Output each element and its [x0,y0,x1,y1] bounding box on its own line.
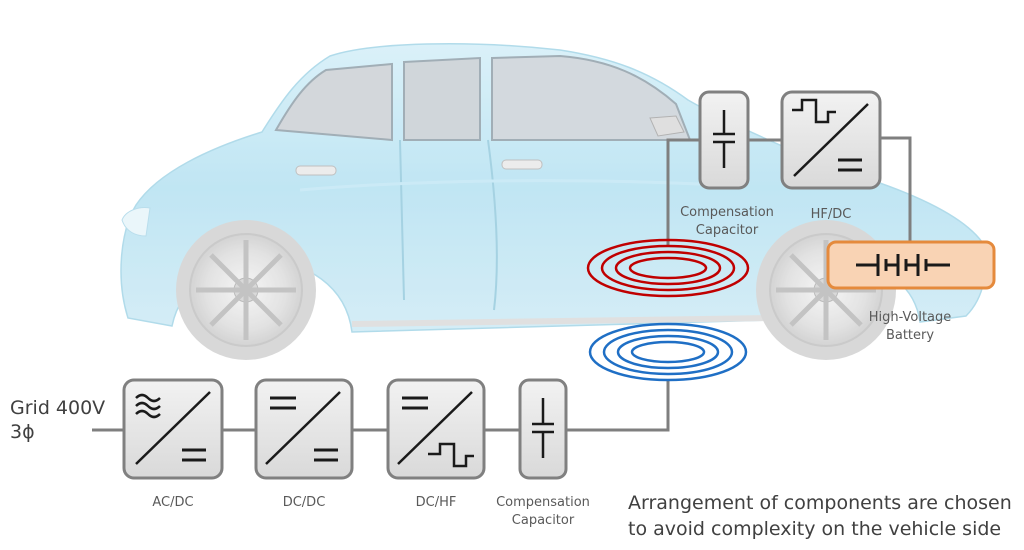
grid-voltage-text: Grid 400V [10,397,106,419]
hf-dc-label: HF/DC [810,207,852,222]
diagram-caption: Arrangement of components are chosen to … [628,490,1012,542]
ground-coil [588,322,748,382]
capacitor-icon [532,398,554,458]
dc-dc-converter-block [254,378,354,480]
battery-icon [856,254,950,276]
ac-wave-icon [135,393,161,419]
caption-line-2: to avoid complexity on the vehicle side [628,518,1002,540]
car-window-front [491,54,692,141]
vehicle-capacitor-label: Compensation Capacitor [680,205,774,238]
square-wave-icon [428,442,474,468]
car-window-rear [274,62,393,142]
car-illustration [120,43,987,360]
square-wave-icon [792,98,836,124]
car-wheel-rear [176,220,316,360]
capacitor-icon [713,110,735,168]
dc-hf-converter-block [386,378,486,480]
ac-dc-label: AC/DC [152,495,194,510]
dc-hf-label: DC/HF [415,495,457,510]
ground-compensation-capacitor-block [518,378,568,480]
car-window-middle [403,56,481,141]
battery-label: High-Voltage Battery [868,310,952,343]
vehicle-coil [586,238,750,298]
grid-label: Grid 400V 3ϕ [10,396,105,444]
dc-dc-label: DC/DC [282,495,326,510]
hf-dc-converter-block [780,90,882,190]
ac-dc-converter-block [122,378,224,480]
high-voltage-battery-block [826,240,996,290]
wires [92,136,912,432]
caption-line-1: Arrangement of components are chosen [628,492,1012,514]
vehicle-compensation-capacitor-block [698,90,750,190]
ground-capacitor-label: Compensation Capacitor [496,495,590,528]
grid-phase-text: 3ϕ [10,421,35,443]
